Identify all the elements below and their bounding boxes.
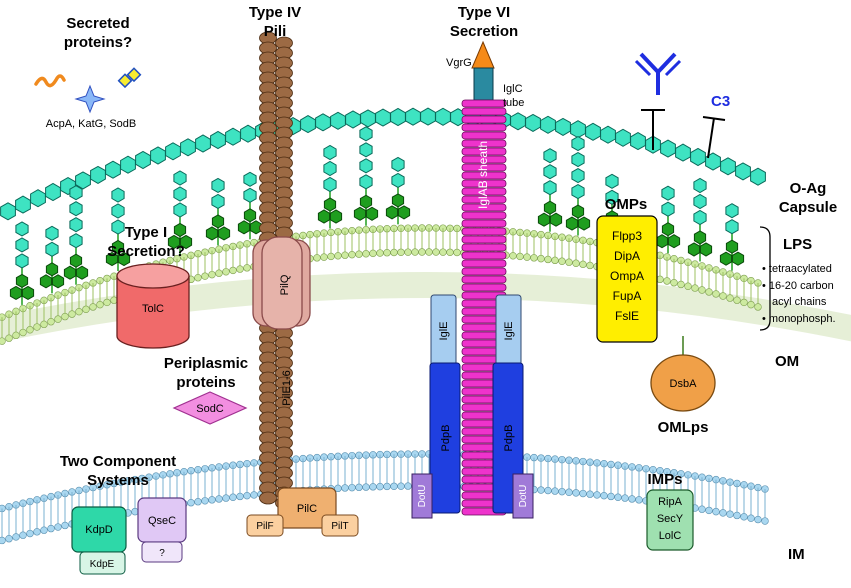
lps-bracket — [759, 226, 771, 331]
dotu-left-label: DotU — [417, 485, 428, 508]
pile-label: PilE1-6 — [281, 370, 293, 405]
c3-inhibit-icon — [702, 116, 726, 159]
imps-label: IMPs — [647, 471, 682, 488]
imps-box: RipA SecY LolC — [646, 489, 694, 551]
pilq-pore: PilQ — [252, 236, 311, 330]
sheath-label: IglAB sheath — [476, 141, 490, 209]
secreted-title-2: proteins? — [64, 34, 132, 51]
tcs-title-1: Two Component — [60, 453, 176, 470]
pdpb-left-label: PdpB — [440, 425, 452, 452]
omps-label: OMPs — [605, 196, 648, 213]
oag-label-1: O-Ag — [790, 180, 827, 197]
omp-1: Flpp3 — [612, 229, 642, 243]
o-antigen-capsule — [0, 107, 766, 221]
t6-title-2: Secretion — [450, 23, 518, 40]
qsec-system: QseC ? — [137, 497, 187, 563]
lps-bullet-3: acyl chains — [772, 296, 827, 308]
lps-label: LPS — [783, 236, 812, 253]
diamond-protein-icon — [117, 67, 142, 89]
pili-title-2: Pili — [264, 23, 287, 40]
qsec-label: QseC — [148, 515, 176, 527]
tolc-channel: TolC — [116, 263, 190, 349]
dotu-left — [411, 473, 433, 519]
dotu-right — [512, 473, 534, 519]
c3-label: C3 — [711, 93, 730, 110]
kdp-system: KdpD KdpE — [71, 506, 127, 575]
secreted-title-1: Secreted — [66, 15, 129, 32]
iglc-label-2: tube — [503, 97, 524, 109]
periplasmic-title-2: proteins — [176, 374, 235, 391]
iglc-label-1: IglC — [503, 83, 523, 95]
type-vi-secretion-system: IglAB sheath IglE IglE PdpB PdpB DotU Do… — [411, 40, 534, 519]
dotu-right-label: DotU — [518, 485, 529, 508]
imp-1: RipA — [658, 496, 683, 508]
iglc-tube — [473, 67, 494, 101]
im-label: IM — [788, 546, 805, 563]
oag-label-2: Capsule — [779, 199, 837, 216]
imp-3: LolC — [659, 530, 682, 542]
igle-left-label: IglE — [438, 322, 450, 341]
vgrg-spike — [471, 40, 495, 69]
antibody-icon — [634, 52, 682, 95]
periplasmic-title-1: Periplasmic — [164, 355, 248, 372]
omps-box: Flpp3 DipA OmpA FupA FslE — [596, 215, 658, 343]
omp-3: OmpA — [610, 269, 644, 283]
pilc-label: PilC — [297, 503, 317, 515]
lps-molecules — [9, 126, 745, 305]
secreted-list: AcpA, KatG, SodB — [46, 118, 137, 130]
lps-bullet-1: • tetraacylated — [762, 263, 832, 275]
sodc-protein: SodC — [172, 391, 248, 425]
tolc-label: TolC — [142, 303, 164, 315]
lps-bullet-2: • 16-20 carbon — [762, 280, 834, 292]
omp-4: FupA — [613, 289, 642, 303]
kdpe-label: KdpE — [90, 559, 115, 570]
omlps-label: OMLps — [658, 419, 709, 436]
pilt-label: PilT — [331, 521, 348, 532]
dsba-label: DsbA — [670, 378, 698, 390]
t6-title-1: Type VI — [458, 4, 510, 21]
pdpb-left — [429, 362, 461, 514]
pilq-label: PilQ — [279, 274, 291, 295]
star-protein-icon — [74, 84, 106, 114]
secreted-proteins-icons — [34, 67, 142, 114]
tcs-title-2: Systems — [87, 472, 149, 489]
lps-bullet-4: • monophosph. — [762, 313, 836, 325]
squiggle-protein-icon — [34, 74, 66, 88]
pili-title-1: Type IV — [249, 4, 301, 21]
vgrg-label: VgrG — [446, 57, 472, 69]
qsec-partner-label: ? — [159, 548, 165, 559]
kdpd-label: KdpD — [85, 524, 113, 536]
type1-title-1: Type I — [125, 224, 167, 241]
type1-title-2: Secretion? — [107, 243, 185, 260]
pilc-complex: PilC PilF PilT — [246, 487, 359, 537]
imp-2: SecY — [657, 513, 684, 525]
omp-5: FslE — [615, 309, 639, 323]
pilf-label: PilF — [256, 521, 273, 532]
omp-2: DipA — [614, 249, 640, 263]
om-label: OM — [775, 353, 799, 370]
pdpb-right-label: PdpB — [503, 425, 515, 452]
sodc-label: SodC — [196, 403, 224, 415]
dsba-lipoprotein: DsbA — [650, 336, 716, 412]
antibody-inhibit-icon — [641, 109, 665, 150]
igle-right-label: IglE — [503, 322, 515, 341]
